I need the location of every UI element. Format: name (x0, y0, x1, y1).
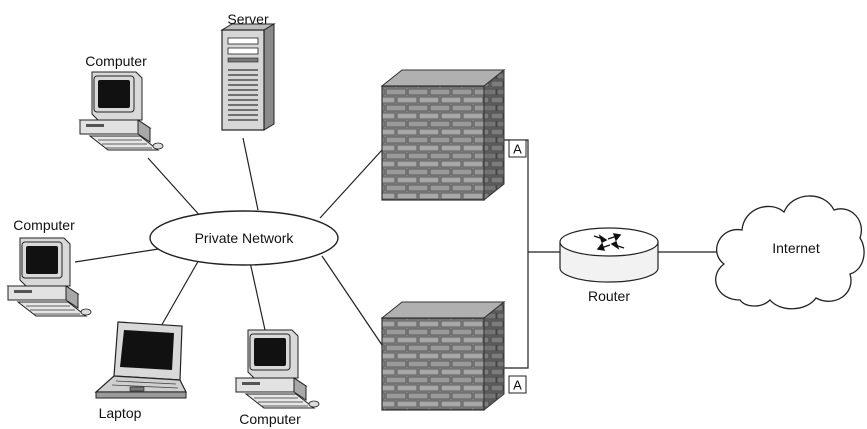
firewall-bottom-tag-label: A (513, 378, 522, 393)
link-network-firewall-bottom (321, 255, 383, 346)
link-firewall-bottom-router (500, 252, 529, 369)
server[interactable]: Server (220, 11, 276, 131)
firewall-bottom-tag: A (508, 375, 527, 394)
link-network-computer-left (74, 247, 166, 263)
firewall-bottom[interactable]: A (380, 300, 527, 412)
brick-wall-icon (380, 300, 506, 412)
link-network-computer-top (147, 157, 203, 219)
link-network-computer-bottom (249, 261, 266, 331)
link-network-laptop (159, 257, 201, 329)
laptop-icon (94, 321, 187, 399)
firewall-top-tag-label: A (513, 142, 522, 157)
computer-left-label: Computer (13, 217, 75, 233)
connection-lines (74, 137, 722, 369)
desktop-computer-icon (78, 71, 164, 151)
link-network-firewall-top (319, 149, 383, 219)
computer-top[interactable]: Computer (78, 53, 164, 151)
firewall-top-tag: A (508, 139, 527, 158)
cloud-icon (715, 195, 865, 310)
desktop-computer-icon (234, 329, 320, 409)
brick-wall-icon (380, 68, 506, 202)
laptop[interactable]: Laptop (94, 321, 187, 421)
laptop-label: Laptop (99, 405, 142, 421)
link-network-server (242, 137, 259, 211)
computer-left[interactable]: Computer (6, 217, 92, 317)
computer-bottom[interactable]: Computer (234, 329, 320, 427)
internet[interactable]: Internet (715, 195, 865, 310)
internet-label: Internet (772, 240, 820, 256)
desktop-computer-icon (6, 237, 92, 317)
router[interactable]: Router (559, 227, 659, 304)
firewall-top[interactable]: A (380, 68, 527, 202)
server-label: Server (227, 11, 269, 27)
router-icon (559, 227, 659, 283)
server-tower-icon (220, 23, 276, 131)
computer-bottom-label: Computer (239, 411, 301, 427)
private-network[interactable]: Private Network (149, 210, 339, 266)
router-label: Router (588, 288, 630, 304)
private-network-label: Private Network (195, 230, 295, 246)
computer-top-label: Computer (85, 53, 147, 69)
